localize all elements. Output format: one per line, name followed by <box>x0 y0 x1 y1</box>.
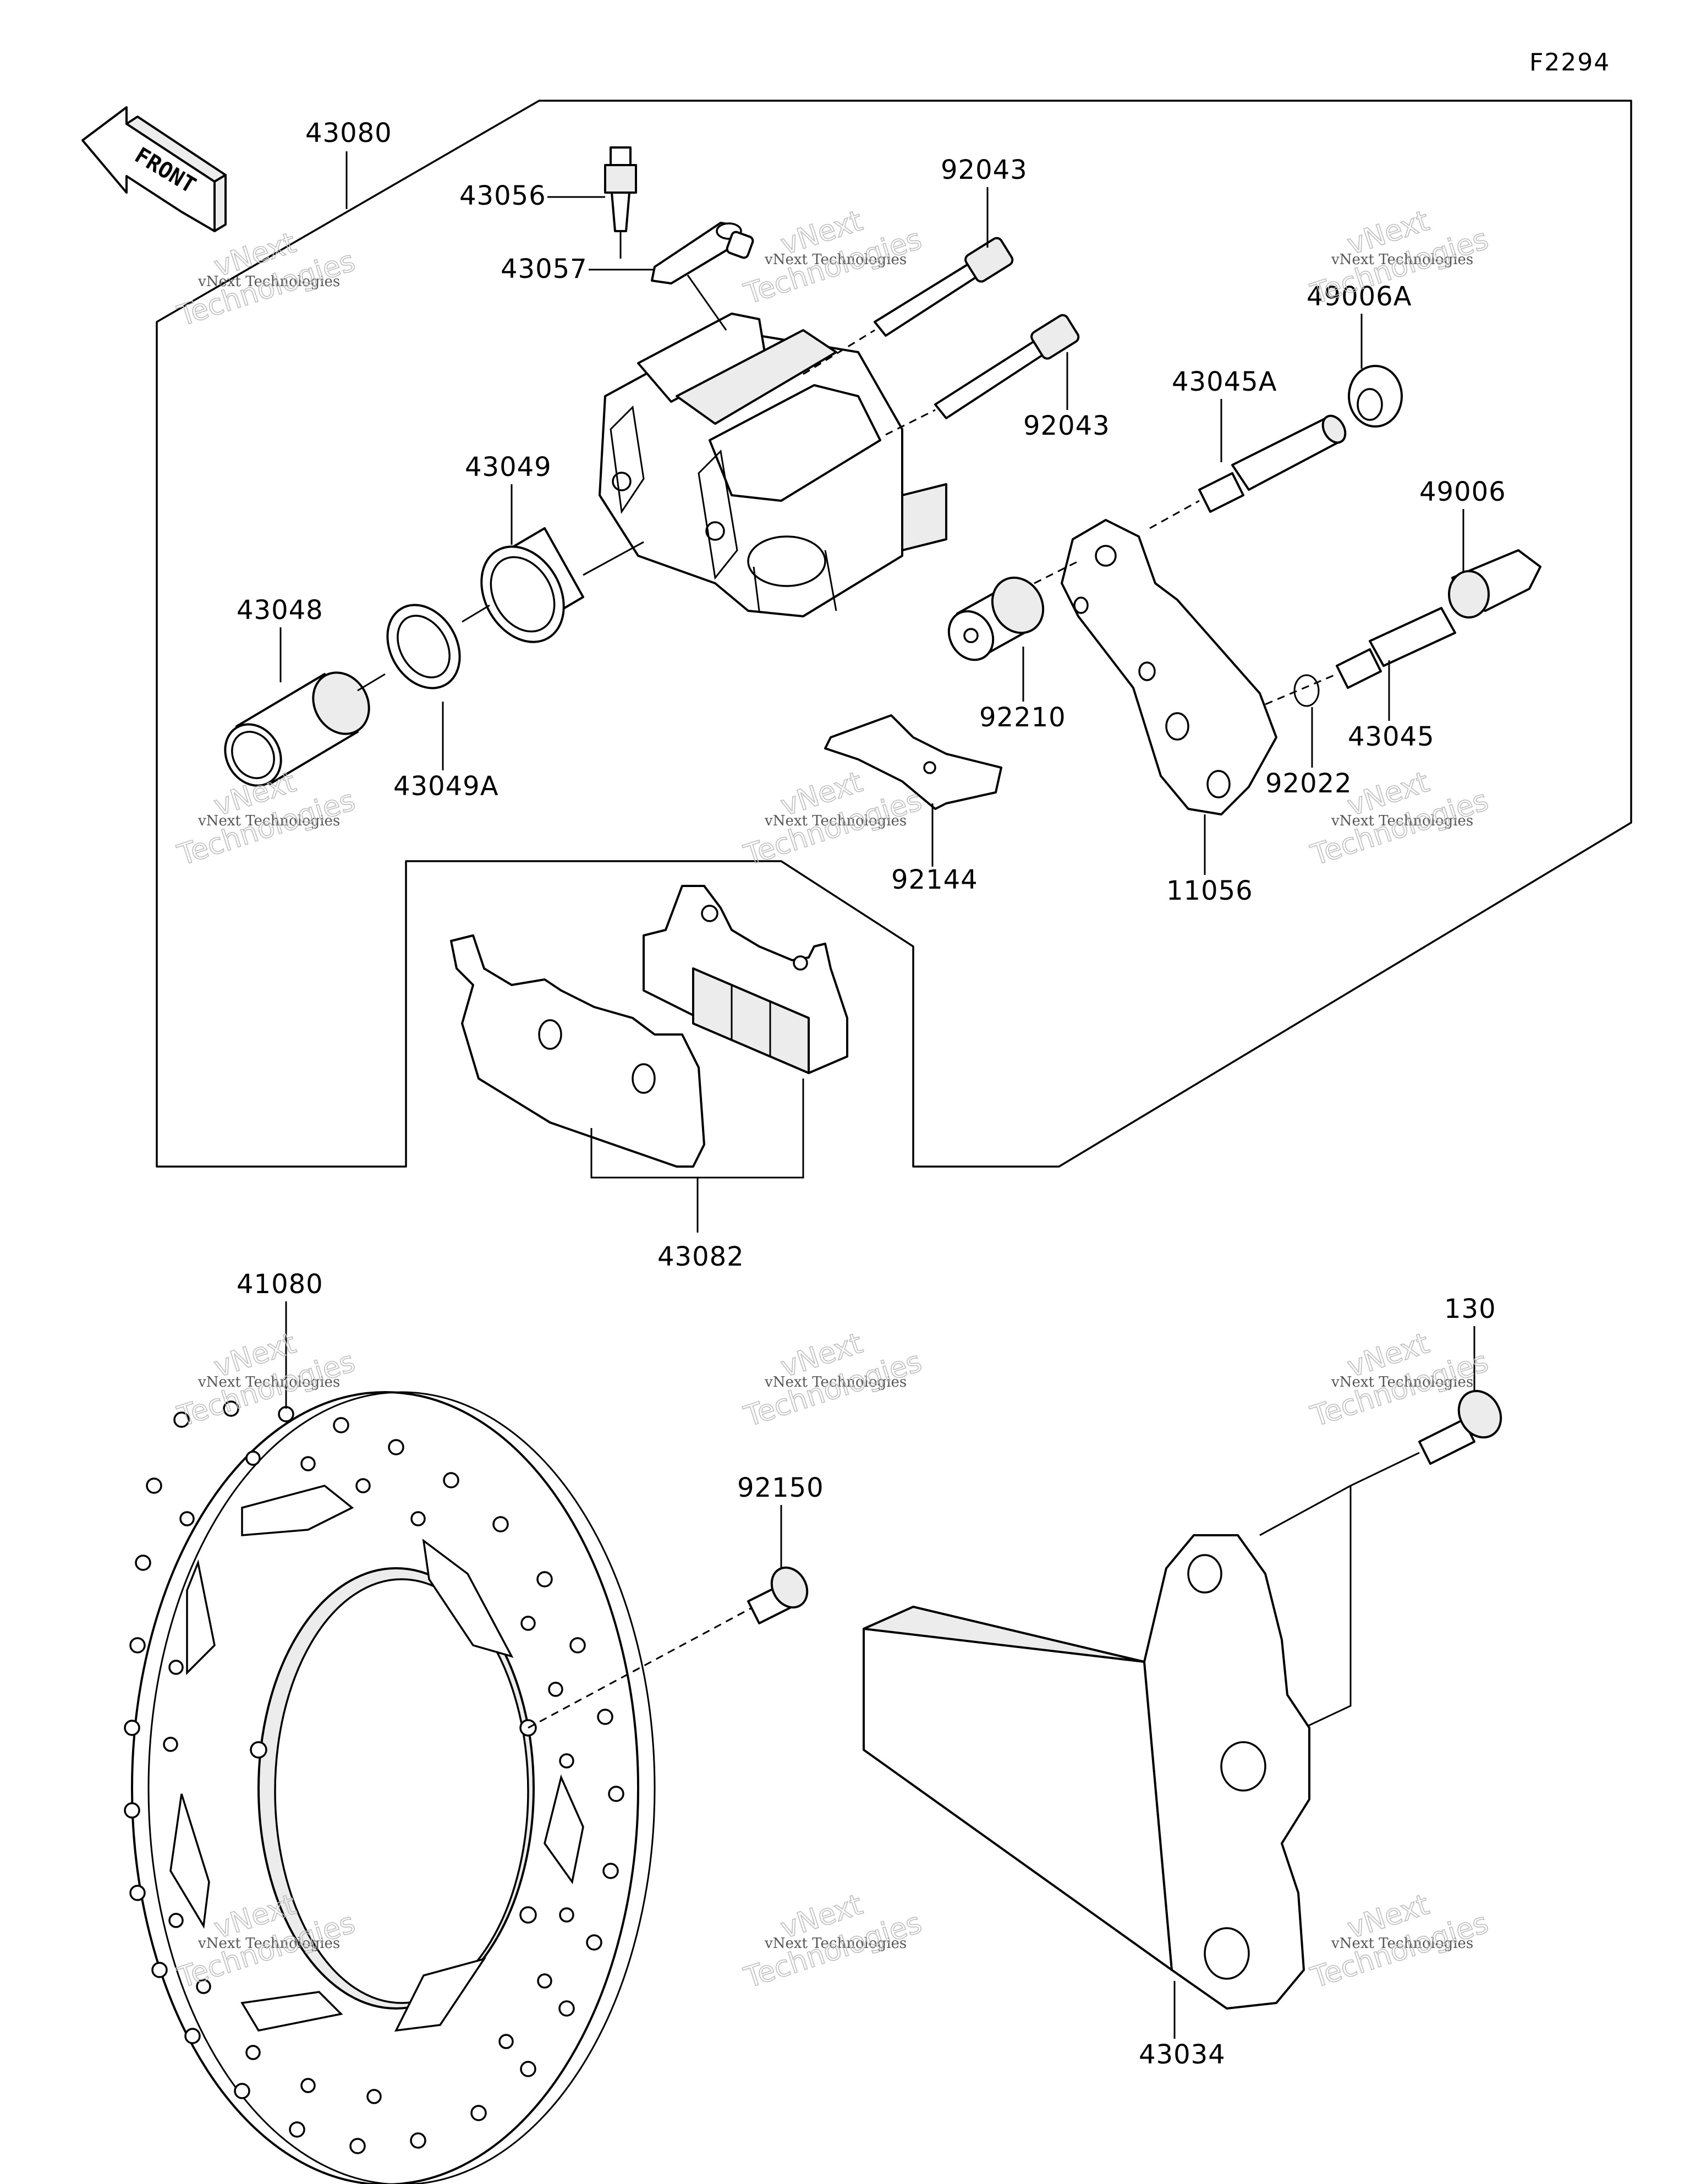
caliper-pin-a <box>1198 414 1347 513</box>
part-label-43045A: 43045A <box>1172 366 1277 397</box>
svg-text:vNext Technologies: vNext Technologies <box>1331 251 1473 268</box>
part-label-43049A: 43049A <box>393 771 499 802</box>
dust-seal <box>386 604 461 689</box>
part-label-92210: 92210 <box>979 702 1066 733</box>
bleed-valve <box>604 146 637 259</box>
svg-text:vNext Technologies: vNext Technologies <box>1331 1935 1473 1952</box>
svg-text:vNext Technologies: vNext Technologies <box>1331 813 1473 829</box>
part-label-43057: 43057 <box>501 254 588 284</box>
caliper-body <box>599 313 947 617</box>
disc-screw <box>747 1566 809 1624</box>
slide-pin-upper <box>874 237 1014 337</box>
part-label-92043-lower: 92043 <box>1023 410 1110 441</box>
part-label-41080: 41080 <box>237 1269 323 1300</box>
diagram-code: F2294 <box>1529 48 1610 76</box>
svg-text:vNext Technologies: vNext Technologies <box>197 1374 340 1391</box>
svg-text:vNext Technologies: vNext Technologies <box>764 813 907 829</box>
svg-text:vNext Technologies: vNext Technologies <box>197 1935 340 1952</box>
part-label-43056: 43056 <box>459 180 546 211</box>
piston-seal <box>480 527 584 643</box>
piston <box>224 671 370 787</box>
bushing <box>947 576 1045 661</box>
pad-spring <box>824 714 1002 810</box>
part-label-49006: 49006 <box>1419 477 1506 507</box>
part-label-92043-upper: 92043 <box>941 155 1028 185</box>
svg-text:vNext Technologies: vNext Technologies <box>764 1374 907 1391</box>
watermark-caption: vNext Technologies <box>197 273 340 290</box>
part-label-43082: 43082 <box>657 1241 744 1272</box>
part-label-11056: 11056 <box>1166 875 1253 906</box>
brake-pad-rear <box>643 885 848 1074</box>
leader-lines <box>279 151 1475 2039</box>
slide-pin-lower <box>934 314 1080 419</box>
part-label-43034: 43034 <box>1139 2039 1226 2070</box>
bracket-bolt <box>1418 1389 1502 1465</box>
boot <box>1448 549 1541 618</box>
bleeder-cap <box>651 222 754 284</box>
part-label-43045: 43045 <box>1348 721 1435 752</box>
caliper-pin <box>1336 607 1456 689</box>
brake-pad-front <box>450 934 705 1168</box>
part-label-92022: 92022 <box>1265 768 1352 799</box>
circlip <box>1293 674 1320 707</box>
assembly-outline <box>156 100 1632 1168</box>
caliper-mount-bracket <box>863 1534 1310 2010</box>
svg-text:vNext Technologies: vNext Technologies <box>764 251 907 268</box>
part-label-49006A: 49006A <box>1307 281 1412 312</box>
svg-text:vNext Technologies: vNext Technologies <box>764 1935 907 1952</box>
part-label-92150: 92150 <box>737 1473 824 1503</box>
part-label-130: 130 <box>1444 1294 1496 1324</box>
caliper-bracket <box>1061 519 1277 815</box>
boot-a <box>1348 365 1403 428</box>
svg-text:vNext Technologies: vNext Technologies <box>197 813 340 829</box>
svg-text:vNext Technologies: vNext Technologies <box>1331 1374 1473 1391</box>
part-label-43048: 43048 <box>237 595 323 626</box>
part-labels: 43080 43056 43057 92043 92043 49006A 430… <box>237 118 1506 2070</box>
part-label-92144: 92144 <box>891 864 978 895</box>
disc-vent-holes <box>124 1400 624 2154</box>
brake-disc <box>124 1391 656 2184</box>
part-label-43049: 43049 <box>465 452 552 483</box>
front-arrow-icon: FRONT <box>81 106 227 232</box>
part-label-43080: 43080 <box>305 118 392 149</box>
